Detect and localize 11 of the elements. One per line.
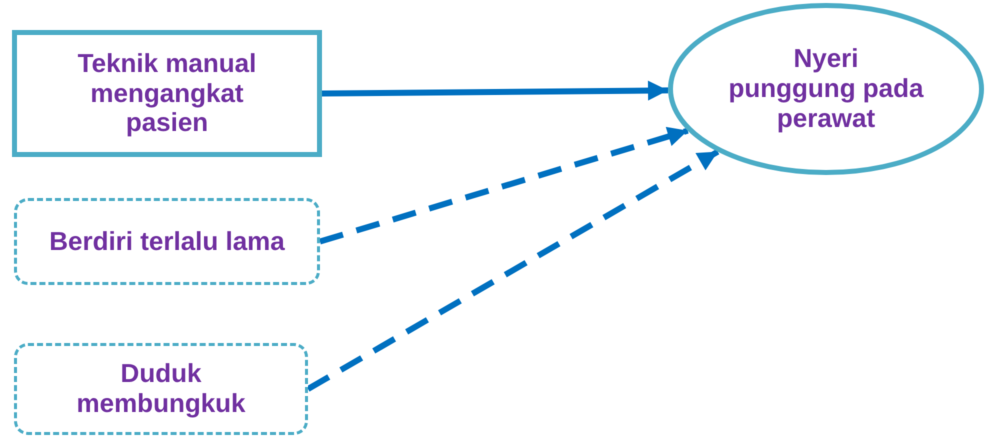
dashed-arrow [319, 126, 689, 244]
ellipse-node [668, 3, 984, 175]
dashed-box [14, 343, 308, 435]
node-text: Duduk membungkuk [75, 359, 247, 419]
dashed-arrow [306, 149, 720, 392]
node-text: Teknik manual mengangkat pasien [76, 48, 258, 138]
node-text: Berdiri terlalu lama [49, 226, 285, 256]
process-box [12, 30, 322, 157]
arrow [322, 80, 668, 101]
node-text: Nyeri punggung pada perawat [728, 44, 924, 134]
dashed-box [14, 198, 320, 285]
